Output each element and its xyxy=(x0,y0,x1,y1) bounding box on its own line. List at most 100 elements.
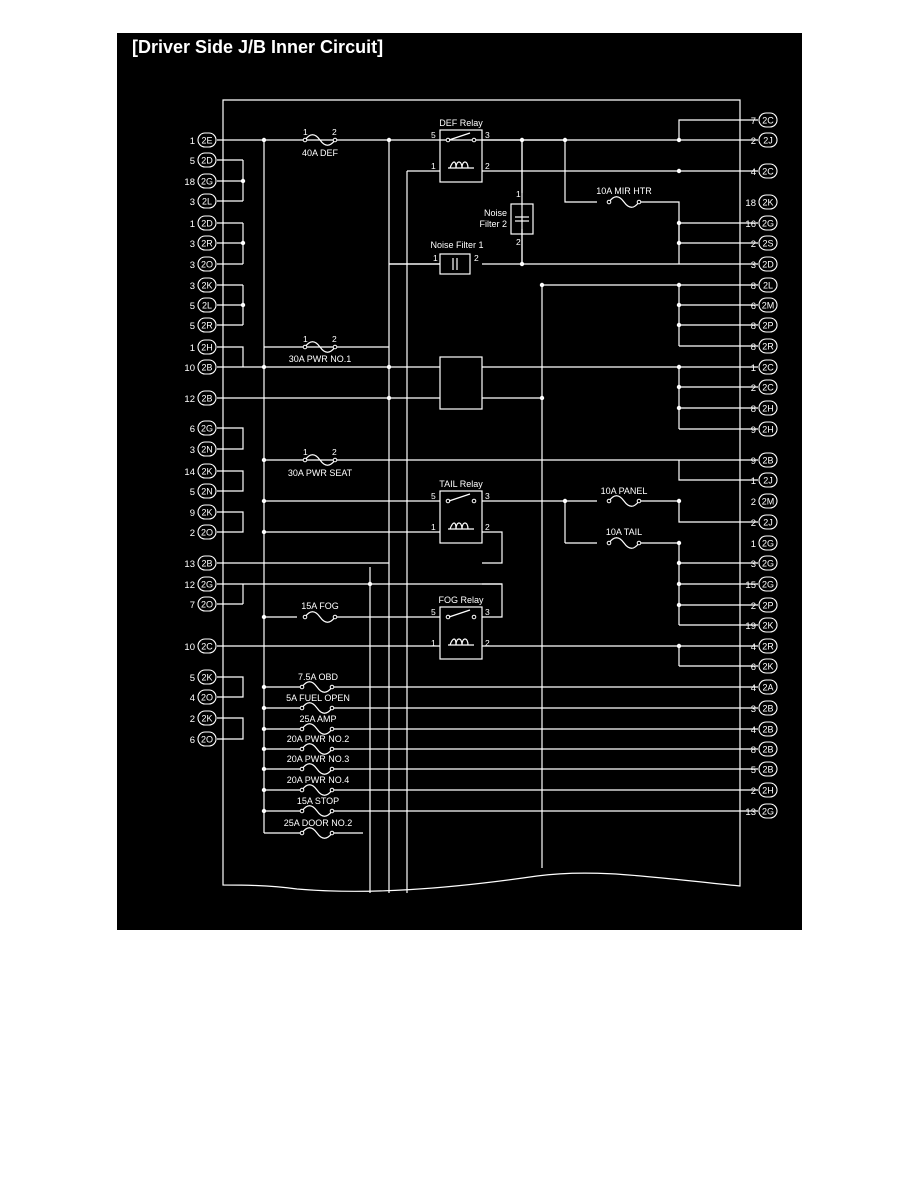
connector-pin: 8 xyxy=(751,321,756,332)
fuse-symbol xyxy=(301,805,333,817)
connector-oval xyxy=(197,504,217,520)
connector-pin: 6 xyxy=(751,301,756,312)
connector-id: 2L xyxy=(763,281,773,291)
connector-pin: 13 xyxy=(184,559,195,570)
fuse-label: 15A STOP xyxy=(297,796,339,806)
connector-pin: 1 xyxy=(190,136,195,147)
connector-oval xyxy=(758,421,778,437)
fuse-symbol xyxy=(301,827,333,839)
connector-id: 2C xyxy=(201,642,213,652)
connector-oval xyxy=(197,359,217,375)
connector-id: 2K xyxy=(201,508,212,518)
def-relay-box xyxy=(439,129,483,183)
connector-oval xyxy=(758,359,778,375)
connector-id: 2G xyxy=(201,177,213,187)
noise-filter-pin: 1 xyxy=(516,189,521,199)
noise-filter-2-label: Filter 2 xyxy=(479,219,507,229)
connector-pin: 6 xyxy=(751,662,756,673)
connector-pin: 12 xyxy=(184,580,195,591)
connector-id: 2O xyxy=(201,528,213,538)
connector-id: 2P xyxy=(762,601,773,611)
connector-pin: 2 xyxy=(751,136,756,147)
connector-pin: 9 xyxy=(751,425,756,436)
junction-dot xyxy=(676,282,682,288)
connector-pin: 3 xyxy=(190,445,195,456)
noise-filter-1-label: Noise Filter 1 xyxy=(430,240,483,250)
junction-dot xyxy=(261,614,267,620)
connector-oval xyxy=(758,597,778,613)
connector-oval xyxy=(758,194,778,210)
connector-oval xyxy=(758,215,778,231)
connector-id: 2R xyxy=(201,239,213,249)
fuse-label: 20A PWR NO.4 xyxy=(287,775,350,785)
fuse-label: 5A FUEL OPEN xyxy=(286,693,350,703)
connector-id: 2M xyxy=(762,497,775,507)
relay-label: FOG Relay xyxy=(438,595,484,605)
connector-oval xyxy=(758,617,778,633)
junction-dot xyxy=(261,726,267,732)
relay-pin: 1 xyxy=(431,638,436,648)
connector-oval xyxy=(758,741,778,757)
connector-oval xyxy=(758,277,778,293)
junction-dot xyxy=(261,808,267,814)
connector-pin: 10 xyxy=(184,642,195,653)
relay-pin: 5 xyxy=(431,491,436,501)
fuse-label: 40A DEF xyxy=(302,148,339,158)
junction-dot xyxy=(261,457,267,463)
connector-id: 2B xyxy=(762,704,773,714)
connector-oval xyxy=(758,452,778,468)
relay-label: DEF Relay xyxy=(439,118,483,128)
connector-id: 2C xyxy=(762,167,774,177)
connector-oval xyxy=(758,163,778,179)
connector-id: 2O xyxy=(201,260,213,270)
connector-oval xyxy=(758,132,778,148)
relay-pin: 3 xyxy=(485,607,490,617)
connector-id: 2L xyxy=(202,197,212,207)
noise-filter-pin: 1 xyxy=(433,253,438,263)
connector-pin: 3 xyxy=(190,239,195,250)
junction-dot xyxy=(676,240,682,246)
connector-pin: 8 xyxy=(751,745,756,756)
connector-id: 2B xyxy=(762,765,773,775)
junction-dot xyxy=(261,364,267,370)
connector-pin: 4 xyxy=(751,642,756,653)
connector-pin: 2 xyxy=(751,383,756,394)
connector-oval xyxy=(758,317,778,333)
connector-id: 2N xyxy=(201,487,213,497)
connector-id: 2J xyxy=(763,518,773,528)
junction-dot xyxy=(676,168,682,174)
connector-oval xyxy=(758,679,778,695)
connector-pin: 3 xyxy=(190,260,195,271)
connector-id: 2R xyxy=(762,642,774,652)
relay-pin: 1 xyxy=(431,161,436,171)
junction-dot xyxy=(676,137,682,143)
connector-id: 2G xyxy=(762,559,774,569)
junction-dot xyxy=(386,137,392,143)
connector-oval xyxy=(758,555,778,571)
fuse-label: 15A FOG xyxy=(301,601,339,611)
connector-pin: 6 xyxy=(190,424,195,435)
junction-dot xyxy=(386,364,392,370)
fuse-label: 30A PWR NO.1 xyxy=(289,354,352,364)
connector-pin: 12 xyxy=(184,394,195,405)
